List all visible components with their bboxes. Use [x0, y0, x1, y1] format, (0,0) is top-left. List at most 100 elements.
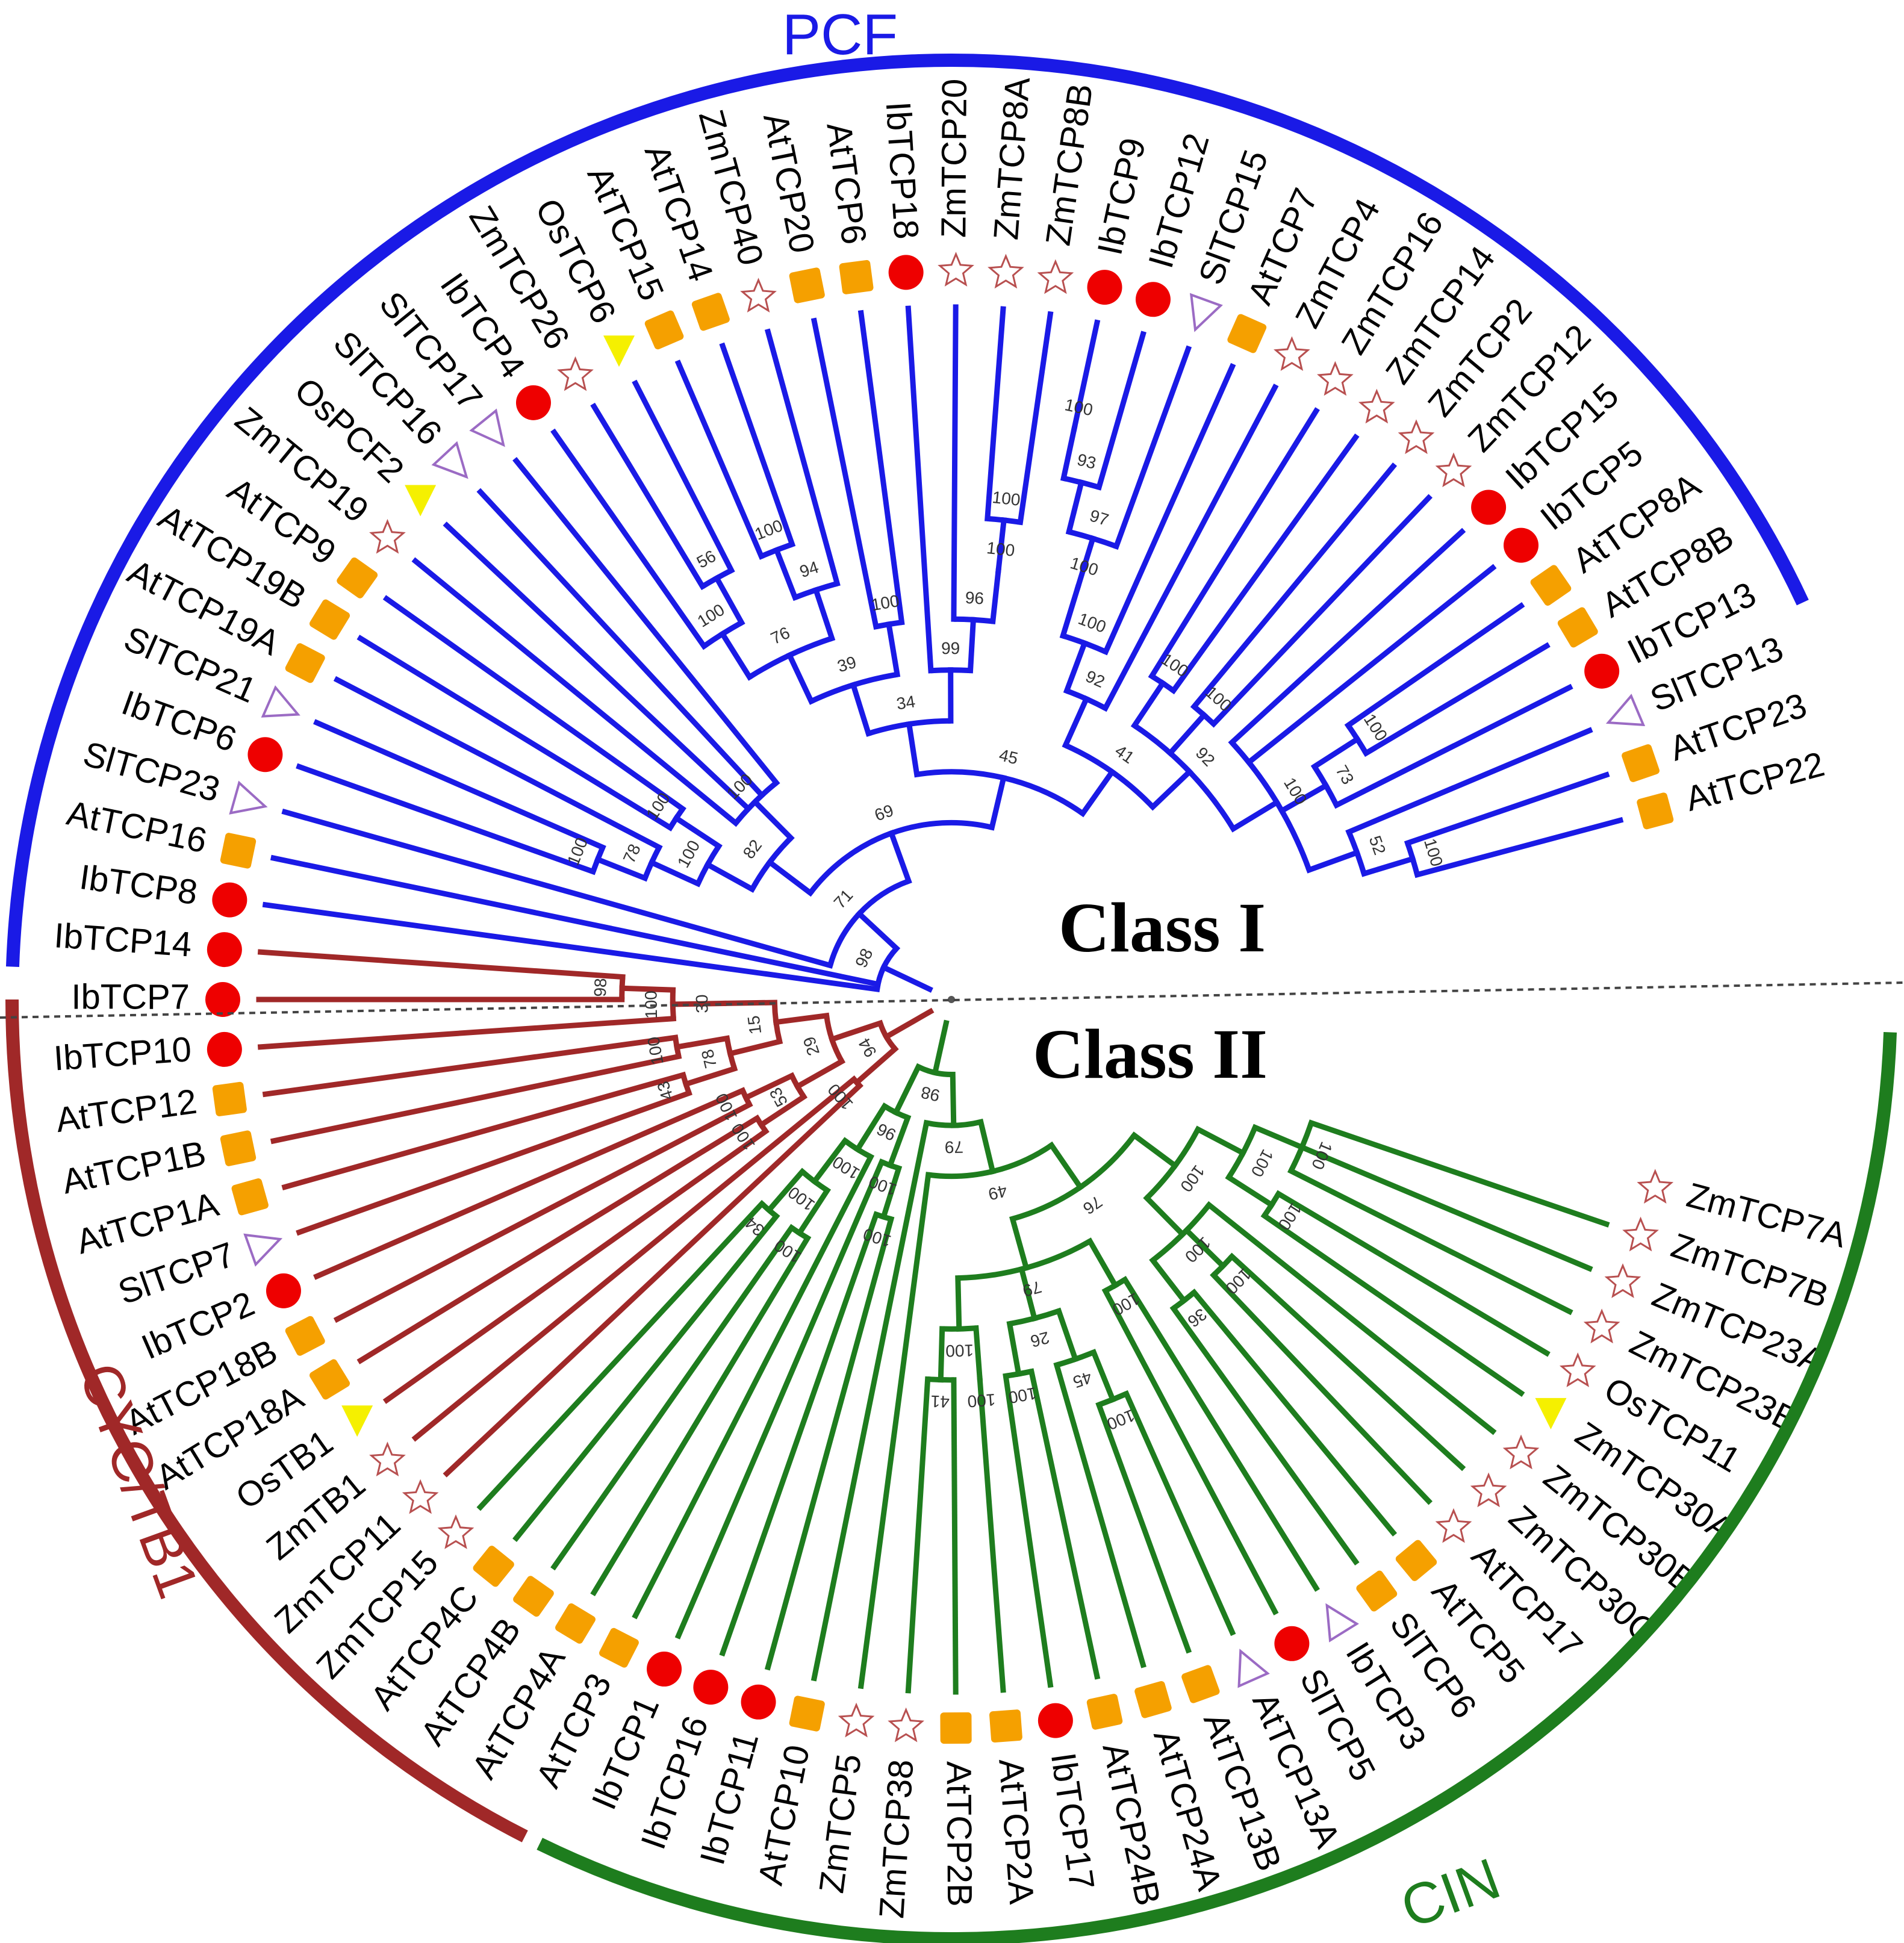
species-marker-star-outline: [1622, 1216, 1659, 1252]
leaf-label: AtTCP20: [756, 110, 822, 256]
bootstrap-value: 15: [744, 1015, 765, 1036]
species-marker-circle-red: [1087, 270, 1122, 305]
leaf-branch: [411, 557, 740, 827]
leaf-branch: [1298, 1143, 1593, 1272]
leaf-label: ZmTCP38: [872, 1758, 921, 1920]
species-marker-square-orange: [1086, 1694, 1123, 1730]
leaf-branch: [674, 359, 765, 560]
leaf-branch: [262, 901, 880, 993]
bootstrap-value: 100: [1063, 395, 1095, 419]
bootstrap-value: 79: [945, 1137, 964, 1157]
species-marker-circle-red: [1504, 527, 1539, 563]
internal-branch: [751, 798, 795, 842]
internal-branch: [704, 860, 756, 893]
species-marker-square-orange: [220, 833, 257, 869]
bootstrap-value: 93: [1075, 450, 1098, 473]
species-marker-square-orange: [1530, 565, 1572, 606]
clade-connector-arc: [619, 977, 626, 1000]
clade-connector-arc: [1145, 1128, 1201, 1200]
leaf-label: AtTCP6: [819, 120, 874, 247]
leaf-branch: [1345, 727, 1593, 836]
tree-root: [948, 996, 955, 1003]
species-marker-square-orange: [310, 1359, 350, 1400]
clade-connector-arc: [926, 1119, 982, 1128]
internal-branch: [718, 630, 753, 681]
leaf-branch: [333, 676, 663, 851]
leaf-branch: [1228, 1252, 1466, 1472]
leaf-label: AtTCP12: [54, 1082, 199, 1140]
clade-connector-arc: [927, 1376, 954, 1383]
leaf-branch: [443, 521, 753, 813]
leaf-branch: [1287, 1167, 1573, 1316]
bootstrap-value: 100: [674, 837, 704, 871]
species-marker-star-outline: [1037, 259, 1074, 294]
leaf-branch: [476, 488, 766, 800]
bootstrap-value: 29: [800, 1034, 823, 1058]
leaf-branch: [356, 635, 674, 832]
clade-connector-arc: [987, 515, 1021, 525]
species-marker-square-orange: [1134, 1680, 1172, 1718]
species-marker-triangle-yellow: [405, 485, 437, 517]
leaf-branch: [810, 317, 880, 630]
internal-branch: [594, 856, 649, 882]
bootstrap-value: 100: [991, 488, 1021, 509]
species-marker-star-outline: [1317, 361, 1354, 396]
internal-branch: [1090, 1349, 1116, 1404]
leaf-branch: [590, 1234, 812, 1597]
internal-branch: [672, 814, 723, 850]
clade-arcs-layer: [5, 54, 1897, 1943]
bootstrap-value: 69: [872, 801, 896, 825]
bootstrap-value: 98: [591, 978, 610, 997]
leaf-label: IbTCP9: [1090, 134, 1153, 258]
species-marker-star-outline: [938, 252, 974, 287]
leaf-branch: [1190, 1289, 1398, 1537]
bootstrap-value: 100: [723, 770, 756, 803]
species-marker-star-outline: [838, 1702, 875, 1738]
internal-branch: [950, 1071, 957, 1128]
bootstrap-value: 100: [771, 1236, 804, 1266]
internal-branch: [1065, 479, 1085, 535]
leaf-branch: [674, 1158, 886, 1640]
clade-arc-cyc: [5, 999, 528, 1842]
leaf-branch: [1205, 1201, 1497, 1435]
internal-branch: [1251, 1124, 1306, 1151]
internal-branch: [973, 1325, 983, 1382]
internal-branch: [932, 1019, 950, 1076]
bootstrap-value: 26: [1028, 1328, 1051, 1351]
clade-connector-arc: [957, 1239, 1092, 1281]
species-marker-square-orange: [599, 1627, 639, 1668]
internal-branch: [1086, 1237, 1119, 1289]
species-marker-square-orange: [644, 310, 684, 350]
clade-connector-arc: [827, 878, 910, 966]
leaf-branch: [590, 402, 706, 591]
internal-branch: [886, 1114, 912, 1169]
species-marker-circle-red: [1135, 282, 1171, 317]
leaf-label: AtTCP2B: [939, 1761, 980, 1907]
species-marker-triangle-purple-outline: [469, 408, 505, 447]
internal-branch: [1229, 798, 1281, 833]
bootstrap-value: 100: [752, 516, 785, 544]
leaf-branch: [1095, 331, 1146, 491]
bootstrap-value: 41: [930, 1392, 950, 1411]
species-marker-star-outline: [1502, 1434, 1540, 1470]
bootstrap-value: 100: [694, 600, 728, 631]
internal-branch: [619, 985, 676, 993]
internal-branch: [1055, 1307, 1079, 1363]
internal-branch: [1225, 1174, 1276, 1209]
leaf-branch: [281, 808, 834, 969]
leaf-branch: [1307, 1119, 1610, 1228]
internal-branch: [795, 1186, 832, 1237]
species-marker-circle-red: [207, 932, 242, 968]
clade-connector-arc: [824, 1015, 844, 1063]
species-marker-star-outline: [888, 1707, 924, 1742]
clade-connector-arc: [748, 635, 833, 680]
leaf-branch: [411, 1075, 858, 1442]
internal-branch: [758, 1093, 808, 1129]
bootstrap-value: 99: [941, 639, 960, 658]
bootstrap-value: 100: [1181, 1233, 1215, 1266]
bootstrap-value: 97: [1087, 506, 1111, 529]
internal-branch: [1149, 768, 1193, 811]
leaf-branch: [977, 1376, 1006, 1693]
leaf-label: ZmTCP5: [812, 1752, 869, 1895]
species-marker-triangle-yellow: [341, 1405, 373, 1437]
